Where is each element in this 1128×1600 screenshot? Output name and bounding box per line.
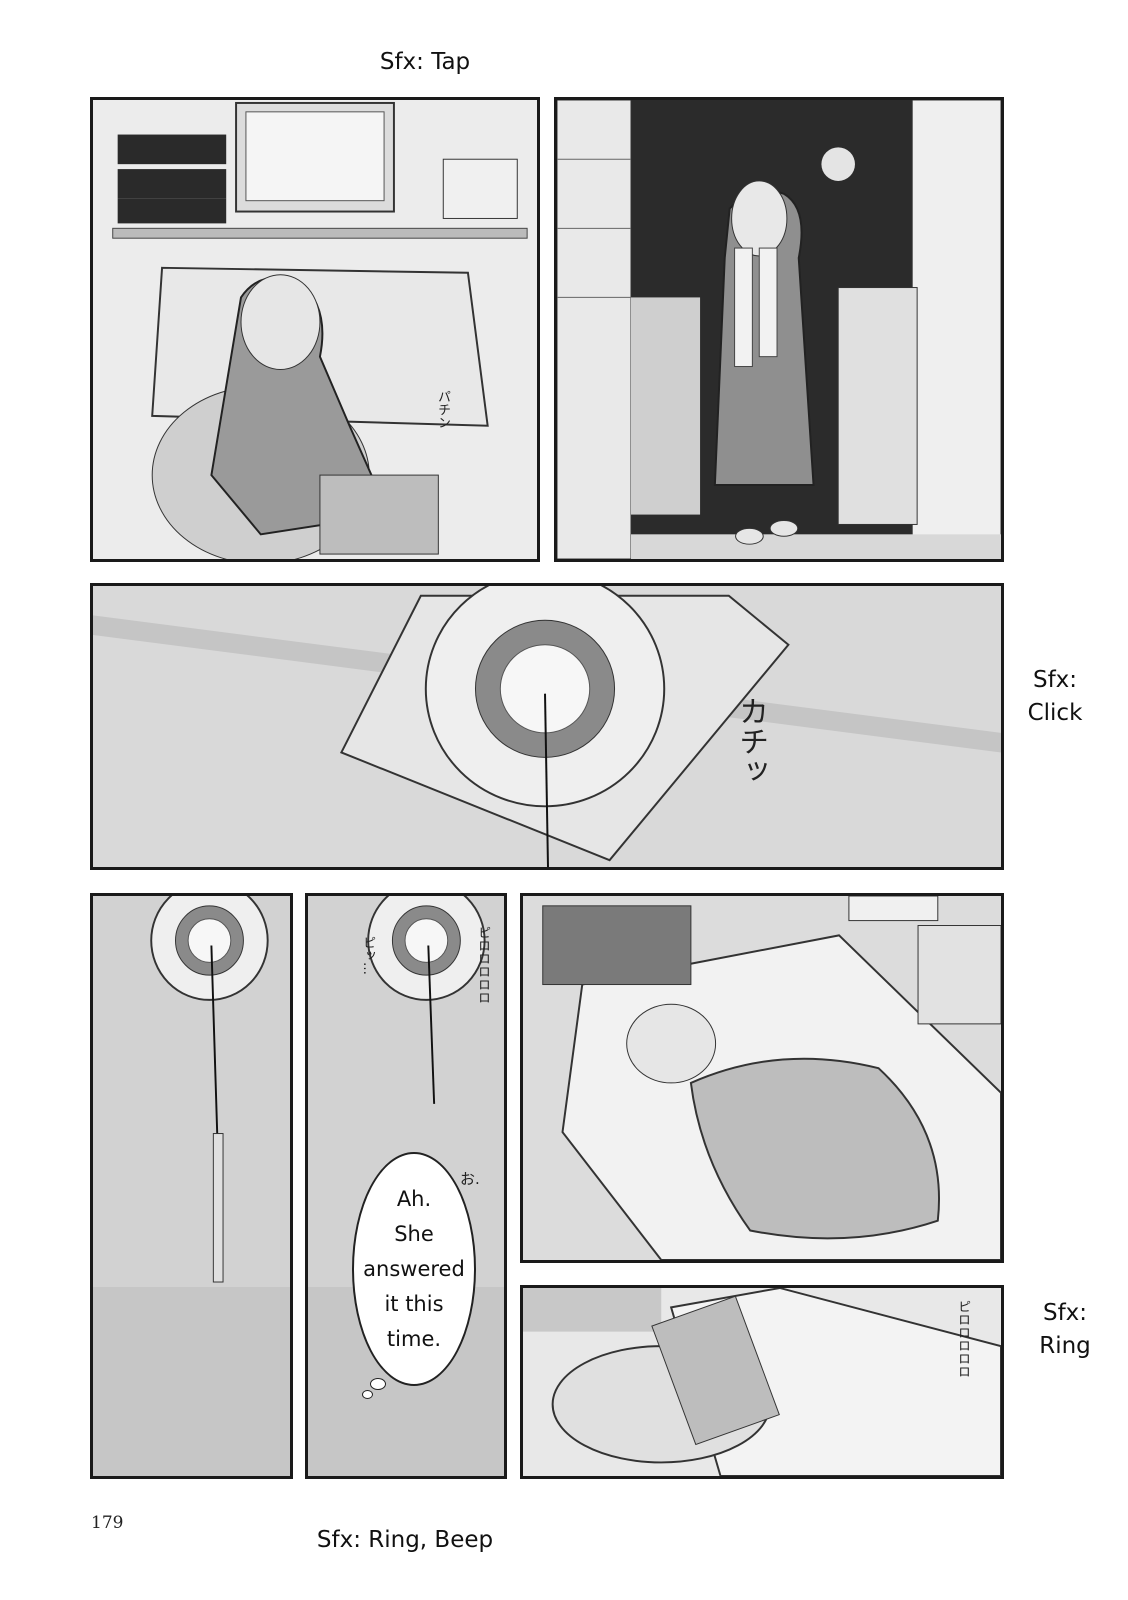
sfx-caption-ring: Sfx: Ring	[1039, 1300, 1091, 1359]
room-desk-illustration	[93, 100, 537, 559]
panel-room-desk: パチン	[90, 97, 540, 562]
sfx-japanese-o: お.	[460, 1170, 480, 1188]
sfx-caption-ring-beep: Sfx: Ring, Beep	[316, 1527, 494, 1553]
panel-waking-up: ピロロロロロ	[520, 1285, 1004, 1479]
panel-pull-cord-left	[90, 893, 293, 1479]
sfx-japanese-piroro-2: ピロロロロロ	[955, 1300, 970, 1378]
pull-cord-illustration	[93, 896, 290, 1476]
speech-bubble: Ah. She answered it this time.	[352, 1152, 476, 1386]
panel-woman-robe	[554, 97, 1004, 562]
sfx-japanese-piroro: ピロロロロロ	[475, 926, 490, 1004]
page-number: 179	[91, 1513, 124, 1533]
sfx-caption-click: Sfx: Click	[1027, 667, 1083, 726]
speech-bubble-text: Ah. She answered it this time.	[363, 1186, 465, 1351]
waking-up-illustration	[523, 1288, 1001, 1476]
panel-ceiling-lamp: カチッ	[90, 583, 1004, 870]
sfx-japanese-pi: ピッ…	[360, 936, 375, 975]
sfx-japanese-pachin: パチン	[435, 390, 450, 429]
woman-robe-illustration	[557, 100, 1001, 559]
sfx-japanese-kachi: カチッ	[733, 696, 768, 786]
ceiling-lamp-illustration	[93, 586, 1001, 867]
sleeping-bed-illustration	[523, 896, 1001, 1260]
thought-tail-1	[370, 1378, 386, 1390]
thought-tail-2	[362, 1390, 373, 1399]
panel-sleeping-bed	[520, 893, 1004, 1263]
sfx-caption-tap: Sfx: Tap	[379, 49, 471, 75]
